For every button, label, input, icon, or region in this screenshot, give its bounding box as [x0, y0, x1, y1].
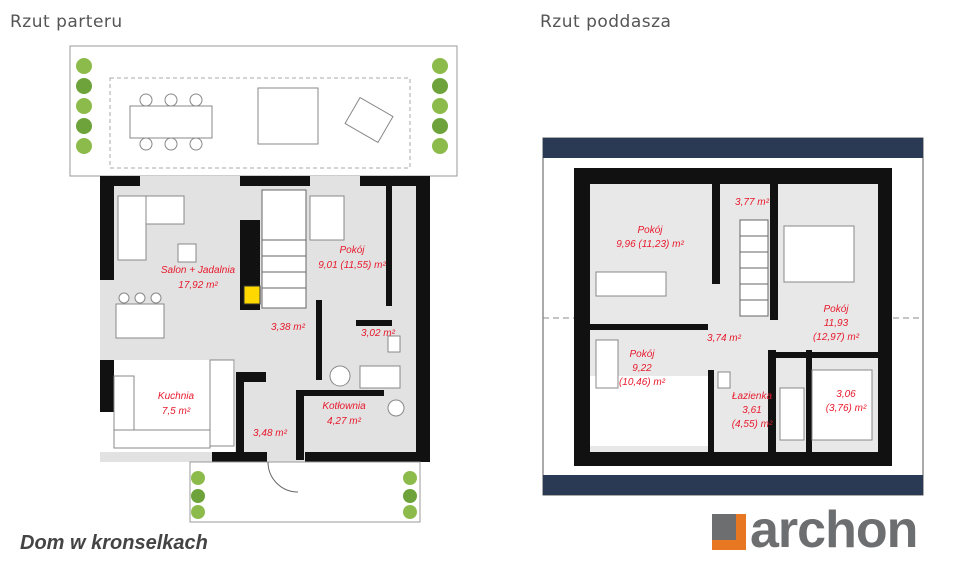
logo-text: archon [750, 501, 918, 559]
label-attic-pokoj3-area2: (10,46) m² [619, 377, 666, 388]
desk-room1 [595, 271, 667, 297]
dining-table [115, 303, 165, 339]
kitchen-fridge [209, 359, 235, 447]
label-attic-pokoj1-area: 9,96 (11,23) m² [616, 239, 684, 250]
entrance-door-swing [267, 461, 299, 493]
fireplace-icon [243, 285, 261, 305]
terrace-table [129, 105, 213, 139]
attic-roof-top [543, 138, 923, 158]
bath-sink [717, 371, 731, 389]
shower [359, 365, 401, 389]
label-attic-corridor-area: 3,74 m² [707, 333, 742, 344]
label-kotlownia-name: Kotłownia [322, 401, 366, 412]
label-wiatrolap-area: 3,48 m² [253, 428, 288, 439]
attic-floor-title: Rzut poddasza [540, 12, 672, 32]
label-attic-pokoj3-name: Pokój [629, 349, 655, 360]
entrance-porch [189, 461, 421, 523]
plants-entrance-right-icon [403, 471, 417, 519]
plants-right-icon [432, 58, 448, 154]
label-attic-pokoj3-area: 9,22 [632, 363, 652, 374]
plants-left-icon [76, 58, 92, 154]
boiler-icon [329, 365, 351, 387]
terrace-chairs [139, 93, 203, 151]
attic-walls [574, 168, 892, 466]
label-hall-area: 3,38 m² [271, 322, 306, 333]
label-kotlownia-area: 4,27 m² [327, 416, 362, 427]
label-wc-area: 3,02 m² [361, 328, 396, 339]
logo-square-gray [712, 514, 736, 540]
kitchen-counter-bottom [113, 429, 211, 449]
sofa-corner [117, 195, 147, 261]
label-attic-pokoj2-name: Pokój [823, 304, 849, 315]
stairs-attic [739, 219, 769, 317]
dining-chairs [118, 292, 162, 304]
label-attic-pokoj2-area2: (12,97) m² [813, 332, 860, 343]
roof-windows [600, 160, 874, 474]
label-attic-garderoba-area: 3,06 [836, 389, 856, 400]
label-attic-lazienka-area: 3,61 [742, 405, 761, 416]
label-attic-small-area: 3,77 m² [735, 197, 770, 208]
plants-entrance-left-icon [191, 471, 205, 519]
ground-floor-title: Rzut parteru [10, 12, 123, 32]
terrace-sofa [257, 87, 319, 145]
wardrobe-dressing [811, 369, 873, 441]
label-kuchnia-area: 7,5 m² [162, 406, 191, 417]
wardrobe-room3 [595, 339, 619, 389]
pergola-outline [109, 77, 411, 169]
label-kuchnia-name: Kuchnia [158, 391, 195, 402]
label-salon-name: Salon + Jadalnia [161, 265, 236, 276]
ground-walls [100, 176, 430, 462]
label-pokoj-area: 9,01 (11,55) m² [318, 260, 386, 271]
archon-logo: archon [712, 501, 952, 559]
label-attic-pokoj1-name: Pokój [637, 225, 663, 236]
label-attic-lazienka-area2: (4,55) m² [732, 419, 773, 430]
coffee-table [177, 243, 197, 263]
room-sofa [309, 195, 345, 241]
label-salon-area: 17,92 m² [178, 280, 218, 291]
stairs-ground [261, 189, 307, 309]
label-attic-lazienka-name: Łazienka [732, 391, 772, 402]
terrace-armchair [344, 96, 394, 144]
label-pokoj-name: Pokój [339, 245, 365, 256]
label-attic-garderoba-area2: (3,76) m² [826, 403, 867, 414]
label-attic-pokoj2-area: 11,93 [824, 318, 849, 329]
attic-roof-bottom [543, 475, 923, 495]
wc-toilet [387, 335, 401, 353]
bathtub [779, 387, 805, 441]
double-bed [783, 225, 855, 283]
house-name: Dom w kronselkach [20, 532, 208, 554]
washer-icon [387, 399, 405, 417]
